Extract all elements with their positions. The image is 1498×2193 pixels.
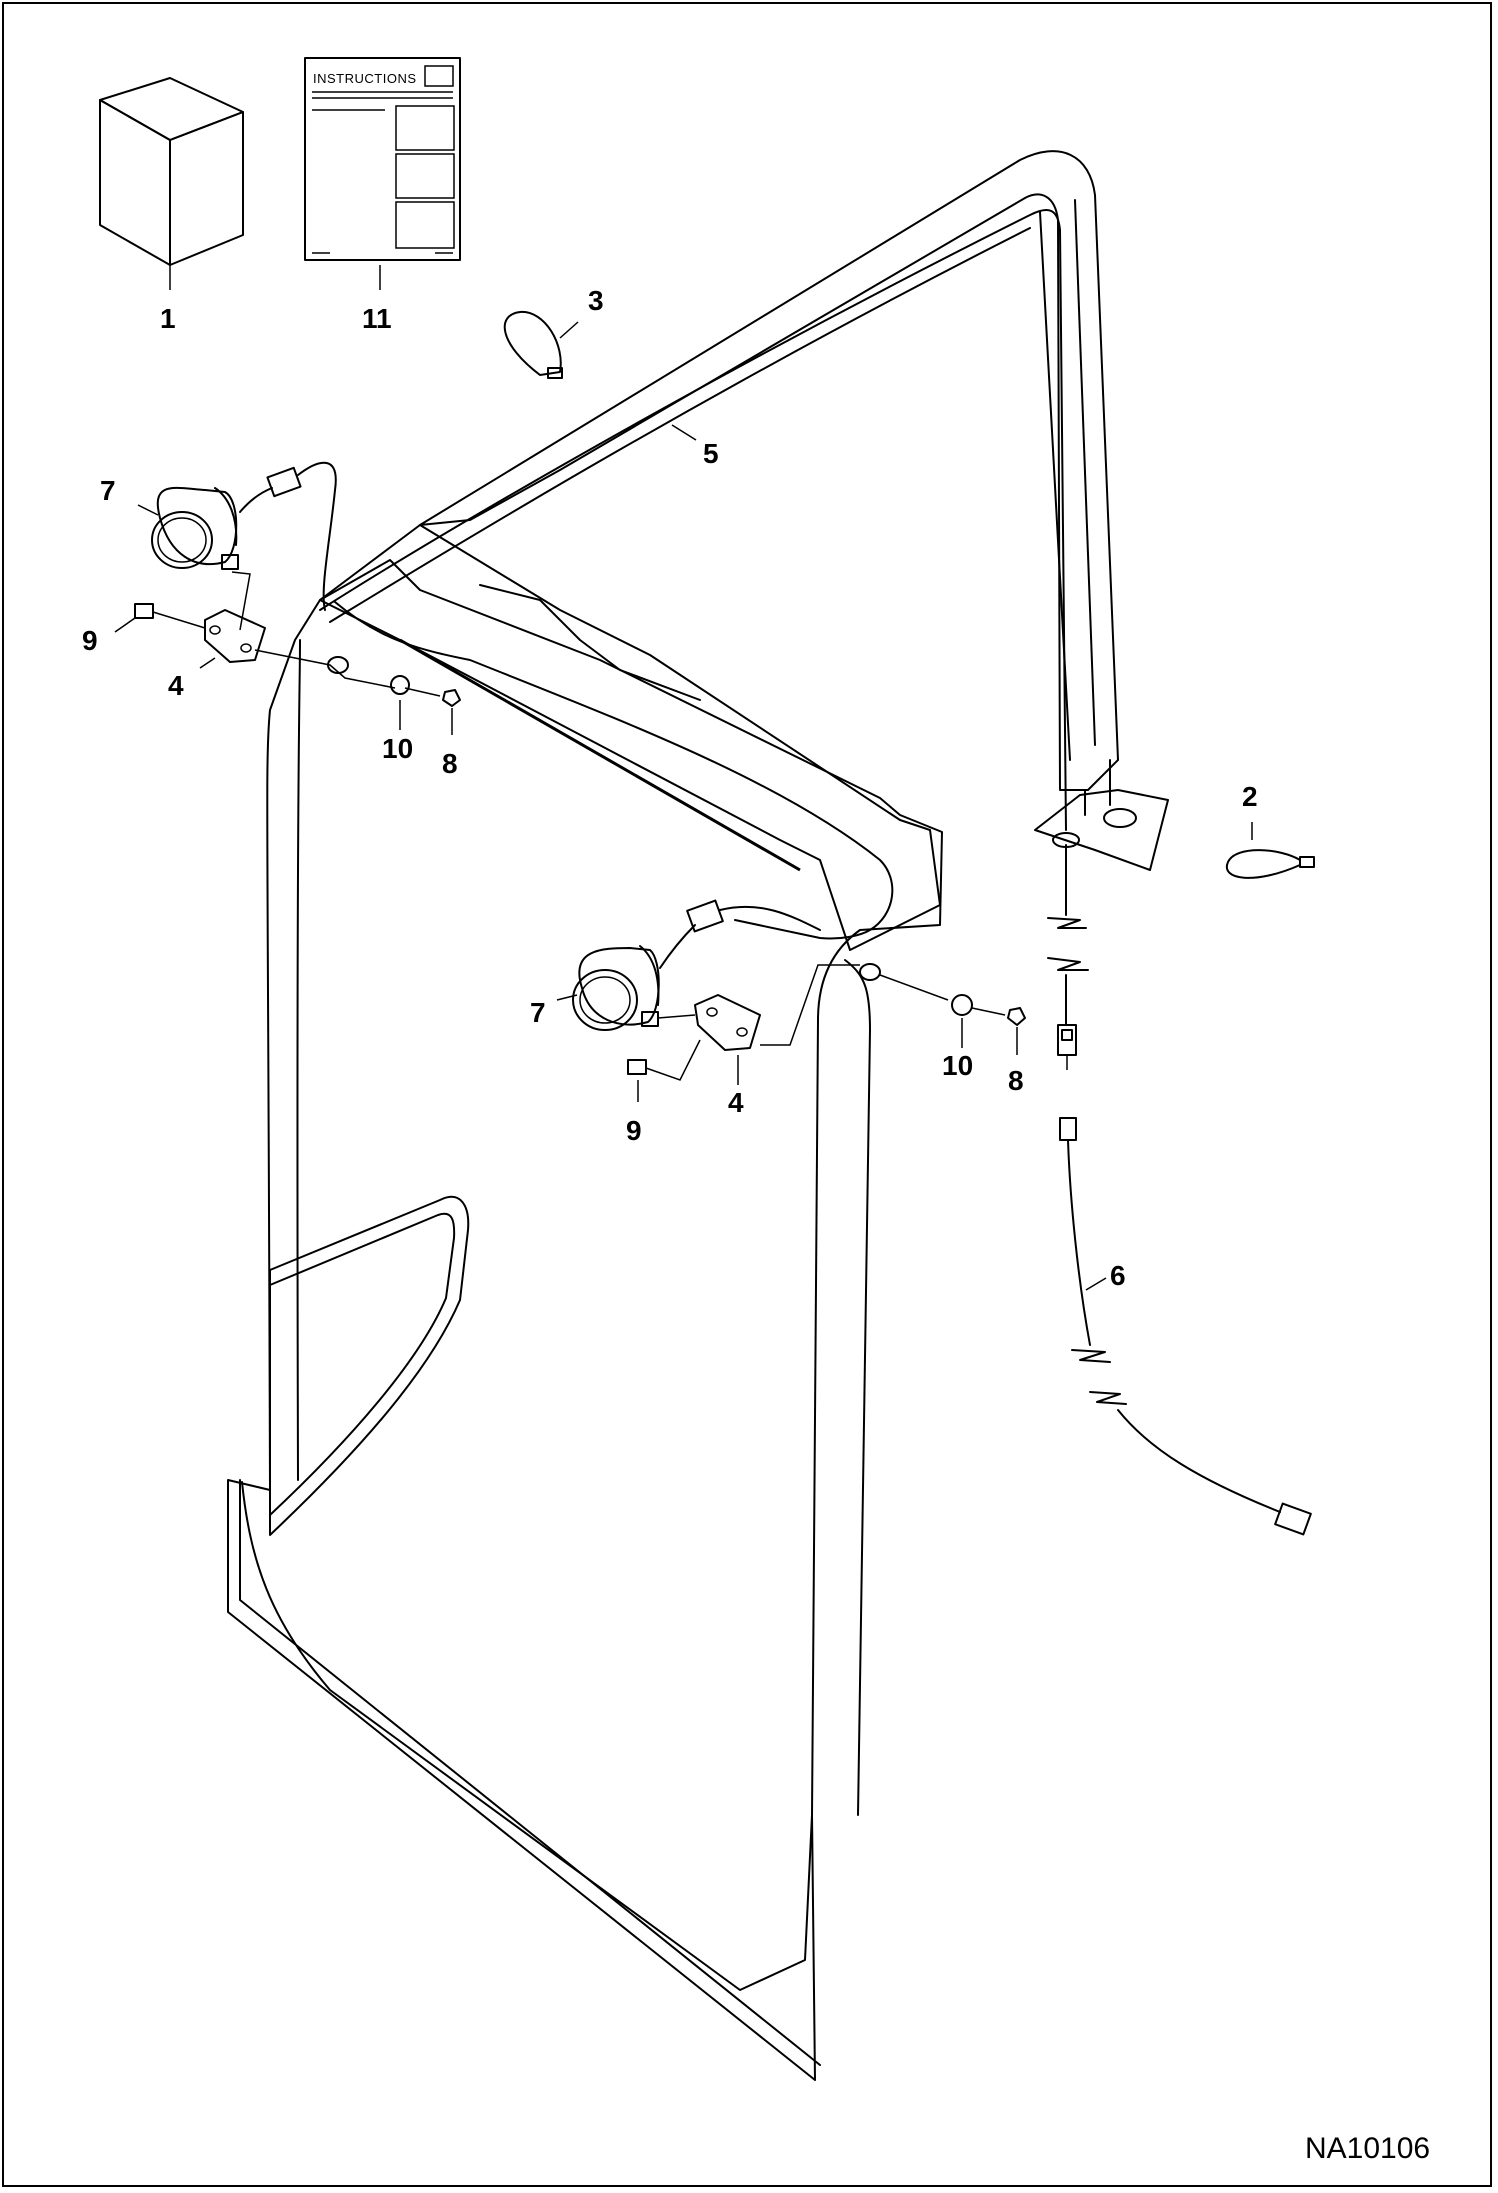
callout-9-lower: 9 <box>626 1115 642 1146</box>
callout-4-lower: 4 <box>728 1087 744 1118</box>
drawing-code: NA10106 <box>1305 2132 1430 2165</box>
callout-10-lower: 10 <box>942 1050 973 1081</box>
cab-door-frame <box>227 524 943 2081</box>
callout-4-upper: 4 <box>168 670 184 701</box>
part-cable-tie-3 <box>503 310 579 379</box>
light-assembly-lower <box>556 899 1026 1102</box>
callout-9-upper: 9 <box>82 625 98 656</box>
callout-10-upper: 10 <box>382 733 413 764</box>
callout-labels: 1 11 3 5 7 9 4 10 8 2 7 4 9 10 8 6 <box>82 285 1258 1291</box>
callout-5: 5 <box>703 438 719 469</box>
callout-2: 2 <box>1242 781 1258 812</box>
cab-roll-tube <box>419 150 1169 871</box>
callout-1: 1 <box>160 303 176 334</box>
instructions-heading: INSTRUCTIONS <box>313 71 417 86</box>
part-harness-5 <box>319 209 1067 940</box>
callout-8-upper: 8 <box>442 748 458 779</box>
callout-8-lower: 8 <box>1008 1065 1024 1096</box>
part-cable-tie-2 <box>1225 822 1315 879</box>
callout-7-lower: 7 <box>530 997 546 1028</box>
part-harness-6 <box>1047 844 1312 1536</box>
callout-7-upper: 7 <box>100 475 116 506</box>
callout-11: 11 <box>362 303 392 334</box>
callout-3: 3 <box>588 285 604 316</box>
part-instructions-sheet: INSTRUCTIONS <box>304 57 461 290</box>
callout-6: 6 <box>1110 1260 1126 1291</box>
light-assembly-upper <box>114 461 461 735</box>
part-box <box>99 77 244 290</box>
